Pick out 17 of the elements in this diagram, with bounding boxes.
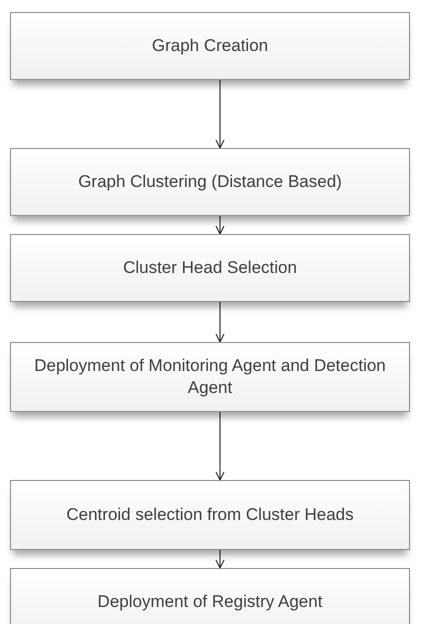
step-label: Cluster Head Selection [123,256,297,279]
process-box [10,480,410,550]
step-label: Centroid selection from Cluster Heads [66,504,354,526]
process-box [10,342,410,412]
process-box [10,234,410,302]
step-label: Deployment of Registry Agent [98,590,322,613]
step-label: Graph Clustering (Distance Based) [78,170,342,193]
arrow [216,550,224,568]
arrow [216,216,224,234]
arrow [216,302,224,342]
arrow [216,80,224,148]
process-box [10,148,410,216]
process-box [10,12,410,80]
step-label: Graph Creation [152,34,268,57]
arrow [216,412,224,480]
step-label: Deployment of Monitoring Agent and Detection Agent [33,354,387,399]
process-box [10,568,410,624]
